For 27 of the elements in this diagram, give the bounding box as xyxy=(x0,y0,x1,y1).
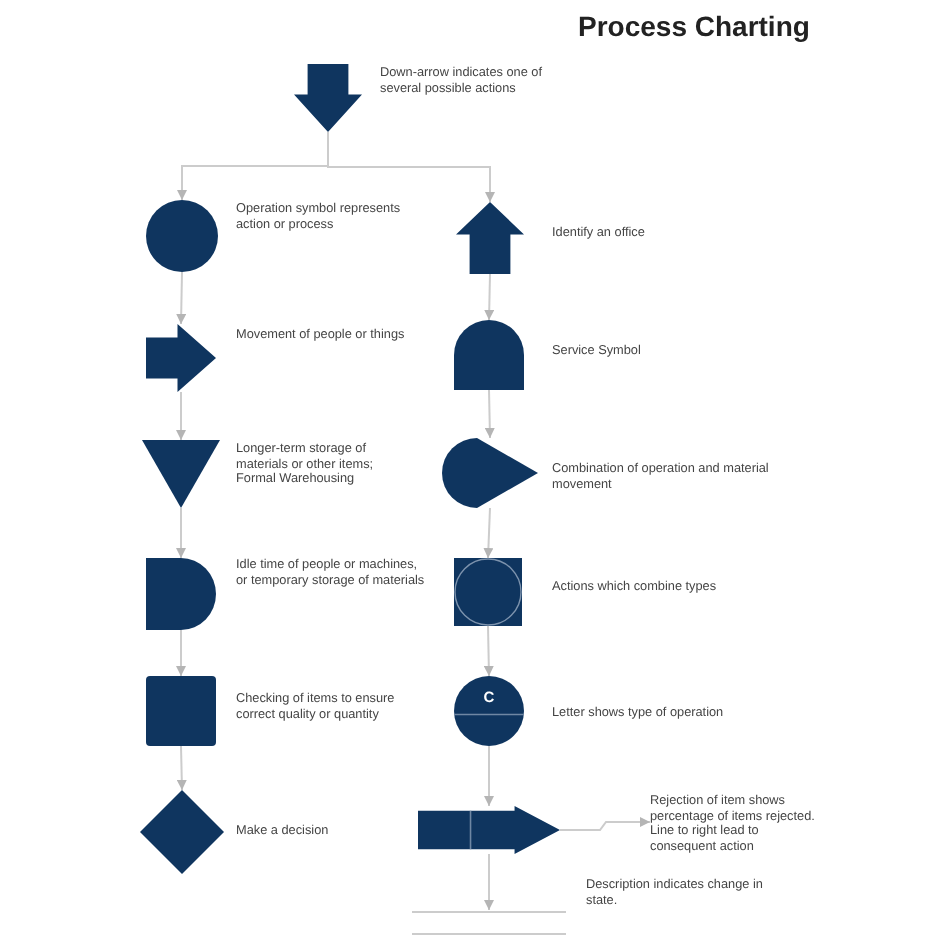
delay-symbol xyxy=(146,558,216,630)
connector-arrow xyxy=(176,629,186,677)
operation-circle xyxy=(146,200,218,272)
connector-arrow xyxy=(483,625,494,677)
connector-arrow xyxy=(483,507,494,559)
connector-arrow xyxy=(484,853,494,911)
storage-triangle xyxy=(142,440,220,508)
office-symbol xyxy=(456,202,524,274)
connector-arrow xyxy=(176,271,187,325)
combined-action-symbol xyxy=(454,558,522,626)
connector-arrow xyxy=(484,389,495,439)
decision-diamond xyxy=(140,790,224,874)
connector-arrow xyxy=(176,507,186,559)
chart-title: Process Charting xyxy=(578,10,810,42)
movement-symbol xyxy=(146,324,216,392)
rejection-symbol xyxy=(418,806,560,854)
connector-arrow xyxy=(559,817,651,831)
connector-arrow xyxy=(484,273,495,321)
connector-arrow xyxy=(176,745,187,791)
action-symbol xyxy=(294,64,362,132)
connector-arrow xyxy=(484,745,494,807)
service-symbol xyxy=(454,320,524,390)
operation-letter-circle xyxy=(454,676,524,746)
combination-symbol xyxy=(442,438,538,508)
inspection-square xyxy=(146,676,216,746)
change-of-state-lines xyxy=(412,910,566,936)
connector-arrow xyxy=(176,391,186,441)
